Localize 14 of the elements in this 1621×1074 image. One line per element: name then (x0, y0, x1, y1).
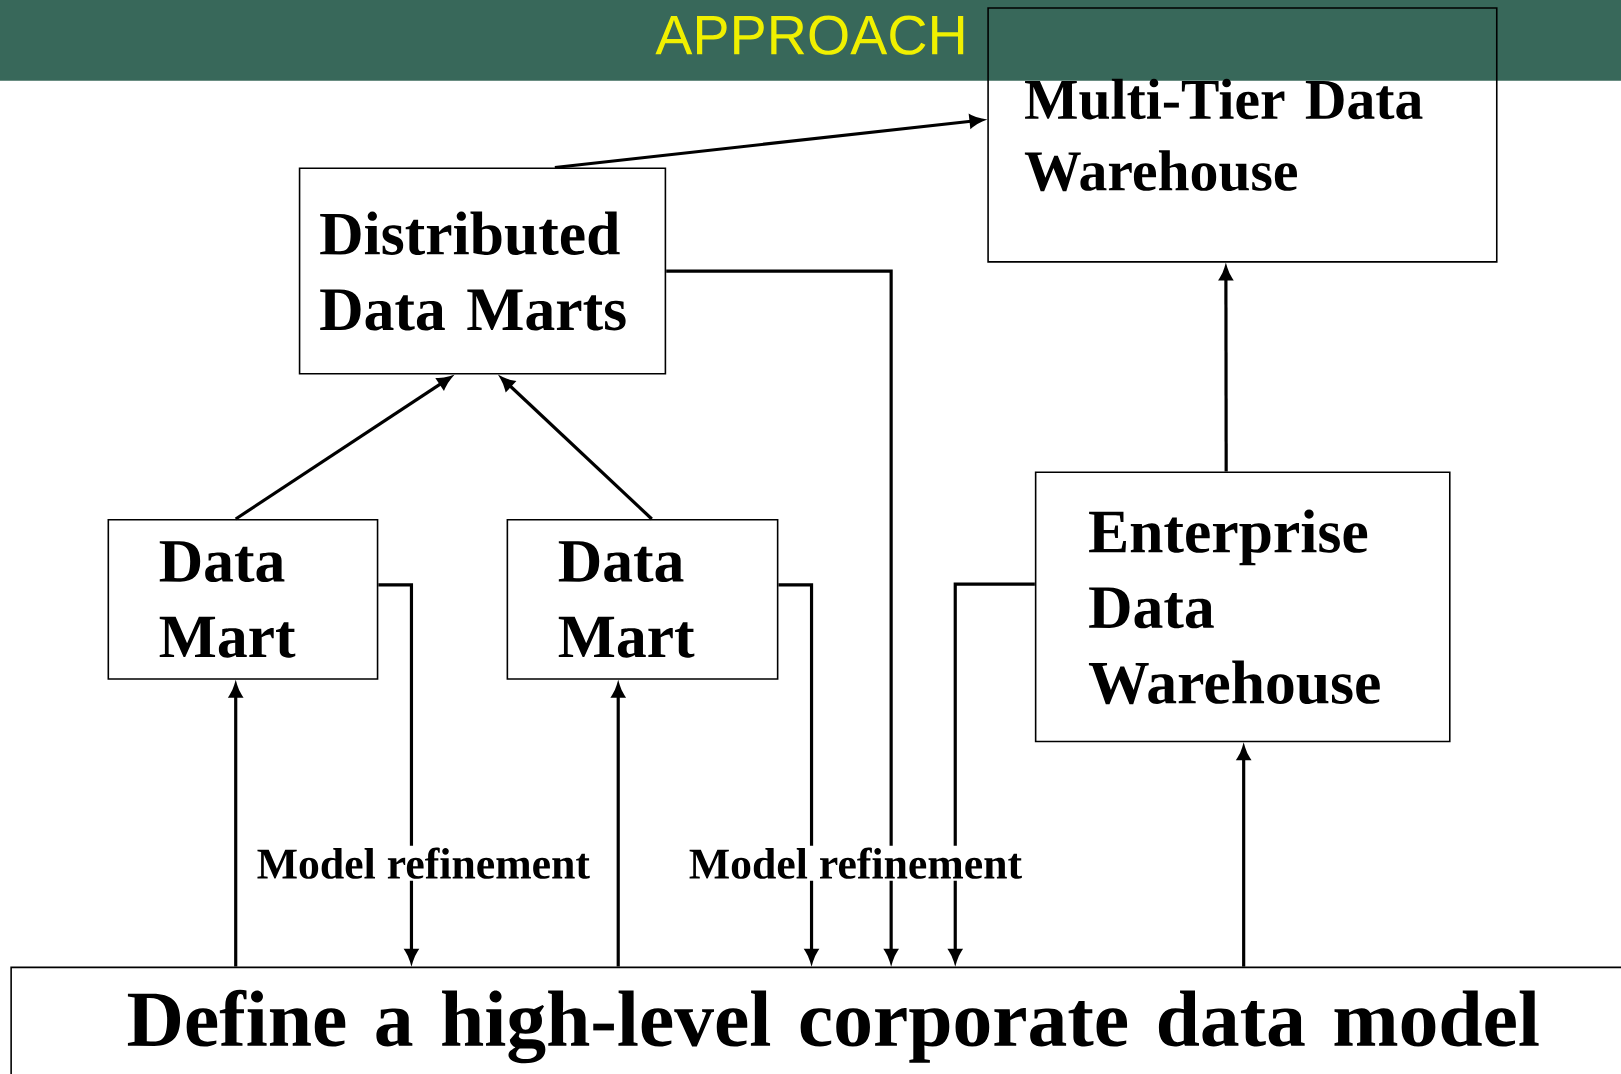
arrow (1219, 266, 1233, 472)
box: Multi-Tier Data Warehouse (987, 7, 1498, 263)
edge-label: Model refinement (686, 845, 1025, 881)
arrow (611, 683, 625, 967)
box: Define a high-level corporate data model (10, 966, 1621, 1074)
box: Distributed Data Marts (298, 167, 667, 375)
arrow (234, 376, 452, 521)
box: Enterprise Data Warehouse (1034, 471, 1451, 743)
title: APPROACH (655, 15, 964, 55)
arrow (500, 376, 653, 521)
box: Data Mart (506, 518, 779, 680)
arrow (229, 683, 243, 967)
box: Data Mart (107, 518, 379, 680)
edge-label: Model refinement (254, 845, 592, 881)
